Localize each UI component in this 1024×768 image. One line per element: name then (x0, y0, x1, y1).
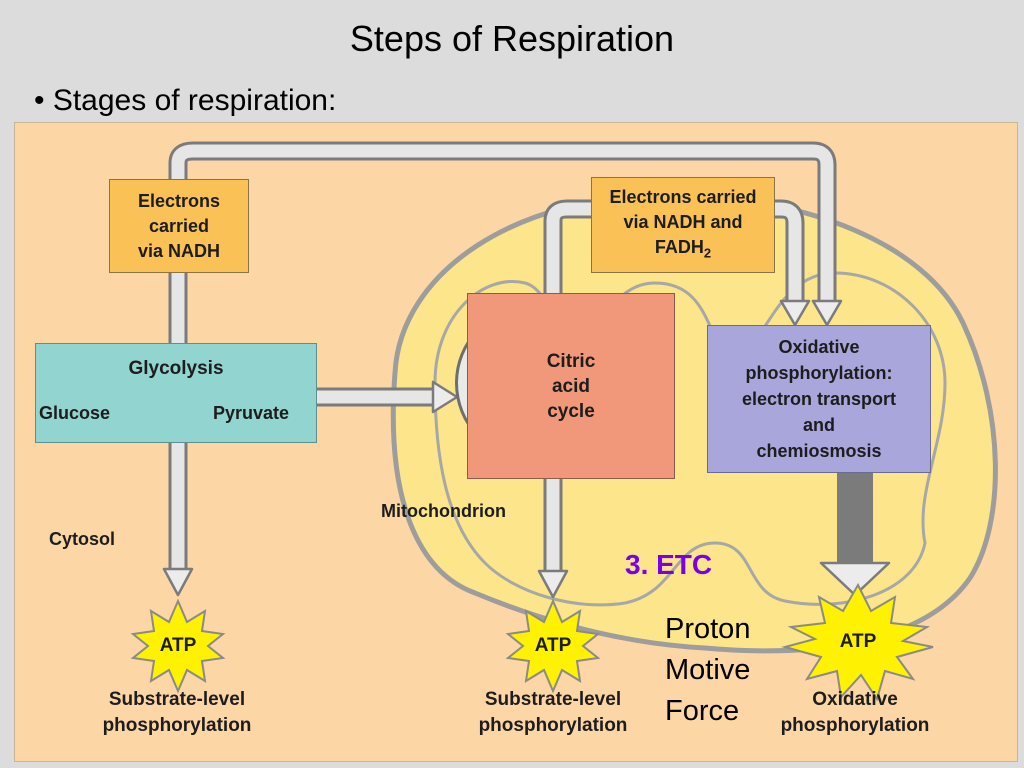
proton-motive-force-label: Proton Motive Force (665, 609, 750, 732)
oxidative-phosphorylation-box: Oxidative phosphorylation: electron tran… (707, 325, 931, 473)
atp-burst-middle (505, 598, 601, 694)
nadh-fadh2-electrons-box: Electrons carried via NADH and FADH2 (591, 177, 775, 273)
mitochondrion-label: Mitochondrion (381, 501, 506, 521)
caption-line: Oxidative (812, 689, 898, 710)
oxidative-box-line: chemiosmosis (756, 441, 882, 461)
caption-line: phosphorylation (478, 715, 628, 736)
glucose-label: Glucose (39, 403, 111, 423)
caption-oxidative: Oxidative phosphorylation (755, 687, 955, 739)
electron-flow-pipes (168, 141, 873, 573)
pmf-line: Proton (665, 613, 751, 645)
slide-title: Steps of Respiration (349, 18, 675, 59)
citric-box-line: cycle (547, 400, 595, 422)
atp-label-middle: ATP (534, 635, 572, 656)
nadh-box-line: Electrons (137, 190, 221, 211)
bullet-stages: • Stages of respiration: (34, 84, 337, 117)
flow-arrowheads (162, 299, 891, 599)
respiration-diagram: Electrons carried via NADH Electrons car… (14, 122, 1018, 762)
citric-box-line: acid (551, 375, 591, 397)
nadh-box-line: carried (148, 215, 210, 236)
fadh-subscript: 2 (703, 245, 712, 261)
caption-line: Substrate-level (108, 689, 246, 710)
atp-burst-right (781, 582, 934, 702)
glycolysis-title: Glycolysis (128, 358, 224, 379)
pmf-line: Force (665, 695, 740, 727)
caption-line: Substrate-level (484, 689, 622, 710)
fadh-text: FADH (654, 236, 704, 257)
oxidative-box-line: and (802, 415, 835, 435)
caption-substrate-left: Substrate-level phosphorylation (77, 687, 277, 739)
nadh-fadh-box-line: Electrons carried (609, 186, 757, 207)
cytosol-label: Cytosol (49, 529, 116, 549)
atp-burst-shapes (130, 582, 934, 702)
citric-acid-cycle-box: Citric acid cycle (467, 293, 675, 479)
pyruvate-label: Pyruvate (213, 403, 290, 423)
oxidative-box-line: electron transport (741, 389, 897, 409)
glycolysis-box: Glycolysis (35, 343, 317, 443)
atp-label-right: ATP (839, 631, 877, 652)
atp-burst-left (130, 598, 226, 694)
caption-substrate-middle: Substrate-level phosphorylation (453, 687, 653, 739)
oxidative-box-line: phosphorylation: (745, 363, 893, 383)
pmf-line: Motive (665, 654, 751, 686)
oxidative-box-line: Oxidative (778, 337, 860, 357)
nadh-electrons-box: Electrons carried via NADH (109, 179, 249, 273)
citric-box-line: Citric (546, 350, 596, 372)
etc-label: 3. ETC (625, 549, 713, 580)
caption-line: phosphorylation (102, 715, 252, 736)
atp-label-left: ATP (159, 635, 197, 656)
nadh-fadh-box-line: FADH2 (655, 235, 711, 266)
nadh-fadh-box-line: via NADH and (623, 211, 743, 232)
caption-line: phosphorylation (780, 715, 930, 736)
nadh-box-line: via NADH (137, 240, 221, 261)
